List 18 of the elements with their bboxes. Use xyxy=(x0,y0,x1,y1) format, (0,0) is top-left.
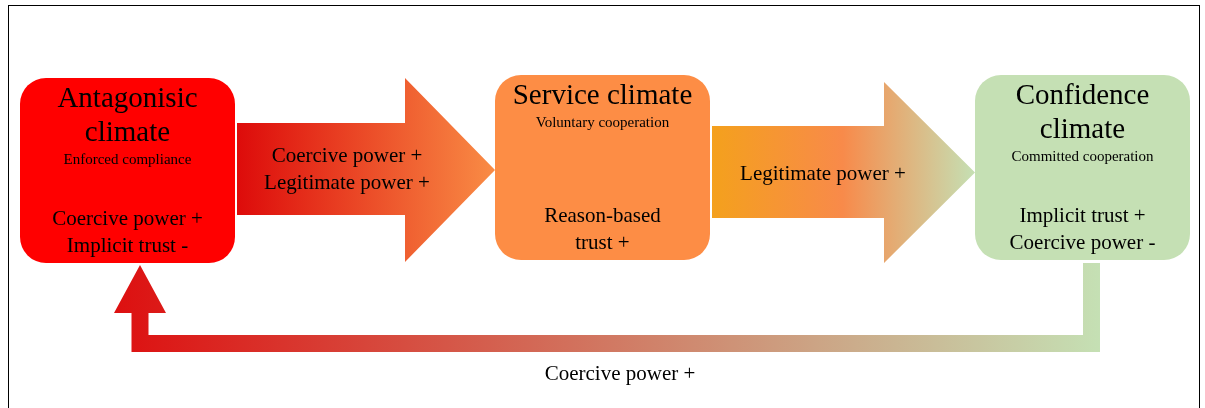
box-body: Reason-based trust + xyxy=(543,202,662,256)
box-title: Antagonisic climate xyxy=(56,80,199,148)
climate-box xyxy=(495,75,710,260)
box-title: Confidence climate xyxy=(1014,77,1151,145)
box-subtitle: Committed cooperation xyxy=(1010,147,1155,165)
edge-label: Legitimate power + xyxy=(739,160,907,187)
climate-box xyxy=(975,75,1190,260)
box-subtitle: Voluntary cooperation xyxy=(534,113,671,131)
feedback-arrow xyxy=(114,263,1100,352)
box-title: Service climate xyxy=(511,77,694,111)
box-body: Implicit trust + Coercive power - xyxy=(1008,202,1157,256)
block-arrow xyxy=(712,82,975,263)
climate-box xyxy=(20,78,235,263)
box-subtitle: Enforced compliance xyxy=(62,150,193,168)
block-arrow xyxy=(237,78,495,262)
edge-label: Coercive power + Legitimate power + xyxy=(263,142,431,196)
edge-label: Coercive power + xyxy=(543,360,697,387)
box-body: Coercive power + Implicit trust - xyxy=(51,205,204,259)
